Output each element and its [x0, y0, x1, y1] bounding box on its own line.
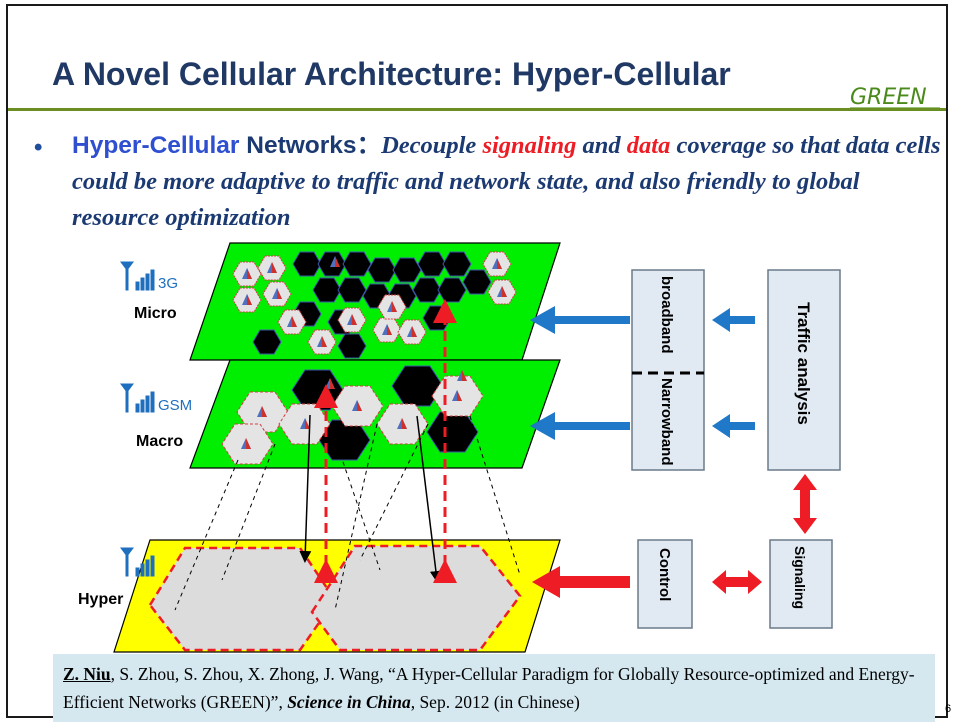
citation-box: Z. Niu, S. Zhou, S. Zhou, X. Zhong, J. W…: [53, 654, 935, 722]
micro-cells: [252, 251, 492, 359]
broad-narrow-box: broadband Narrowband: [631, 269, 705, 471]
traffic-analysis-label: Traffic analysis: [794, 302, 813, 425]
micro-tech-label: 3G: [158, 275, 178, 292]
cross-layer-arrows: [299, 299, 457, 583]
macro-tech-label: GSM: [158, 397, 192, 414]
macro-name-label: Macro: [136, 433, 183, 450]
traffic-analysis-box: Traffic analysis: [767, 269, 841, 471]
bullet-text: Hyper-Cellular Networks：Decouple signali…: [72, 132, 941, 231]
projection-lines: [174, 415, 521, 611]
broadband-label: broadband: [658, 276, 675, 354]
page-number: 6: [945, 703, 952, 715]
green-logo: GREEN: [850, 85, 940, 110]
green-logo-text: GREEN: [850, 85, 927, 110]
slide-title: A Novel Cellular Architecture: Hyper-Cel…: [52, 56, 731, 92]
red-arrows: [532, 474, 817, 598]
macro-layer: [189, 359, 561, 469]
hyper-name-label: Hyper: [78, 591, 123, 608]
control-label: Control: [656, 548, 673, 601]
blue-arrows: [530, 306, 755, 440]
narrowband-label: Narrowband: [658, 378, 675, 466]
antenna-icon-micro: [120, 261, 155, 291]
control-box: Control: [637, 539, 693, 629]
micro-name-label: Micro: [134, 305, 177, 322]
signaling-label: Signaling: [792, 546, 808, 609]
title-rule: [8, 108, 946, 111]
micro-layer: [189, 242, 561, 361]
antenna-icon-hyper: [120, 547, 155, 577]
signaling-box: Signaling: [769, 539, 833, 629]
bullet-marker: •: [34, 134, 43, 161]
layer-labels: 3G Micro GSM Macro Hyper: [78, 261, 192, 608]
antenna-icon-macro: [120, 383, 155, 413]
